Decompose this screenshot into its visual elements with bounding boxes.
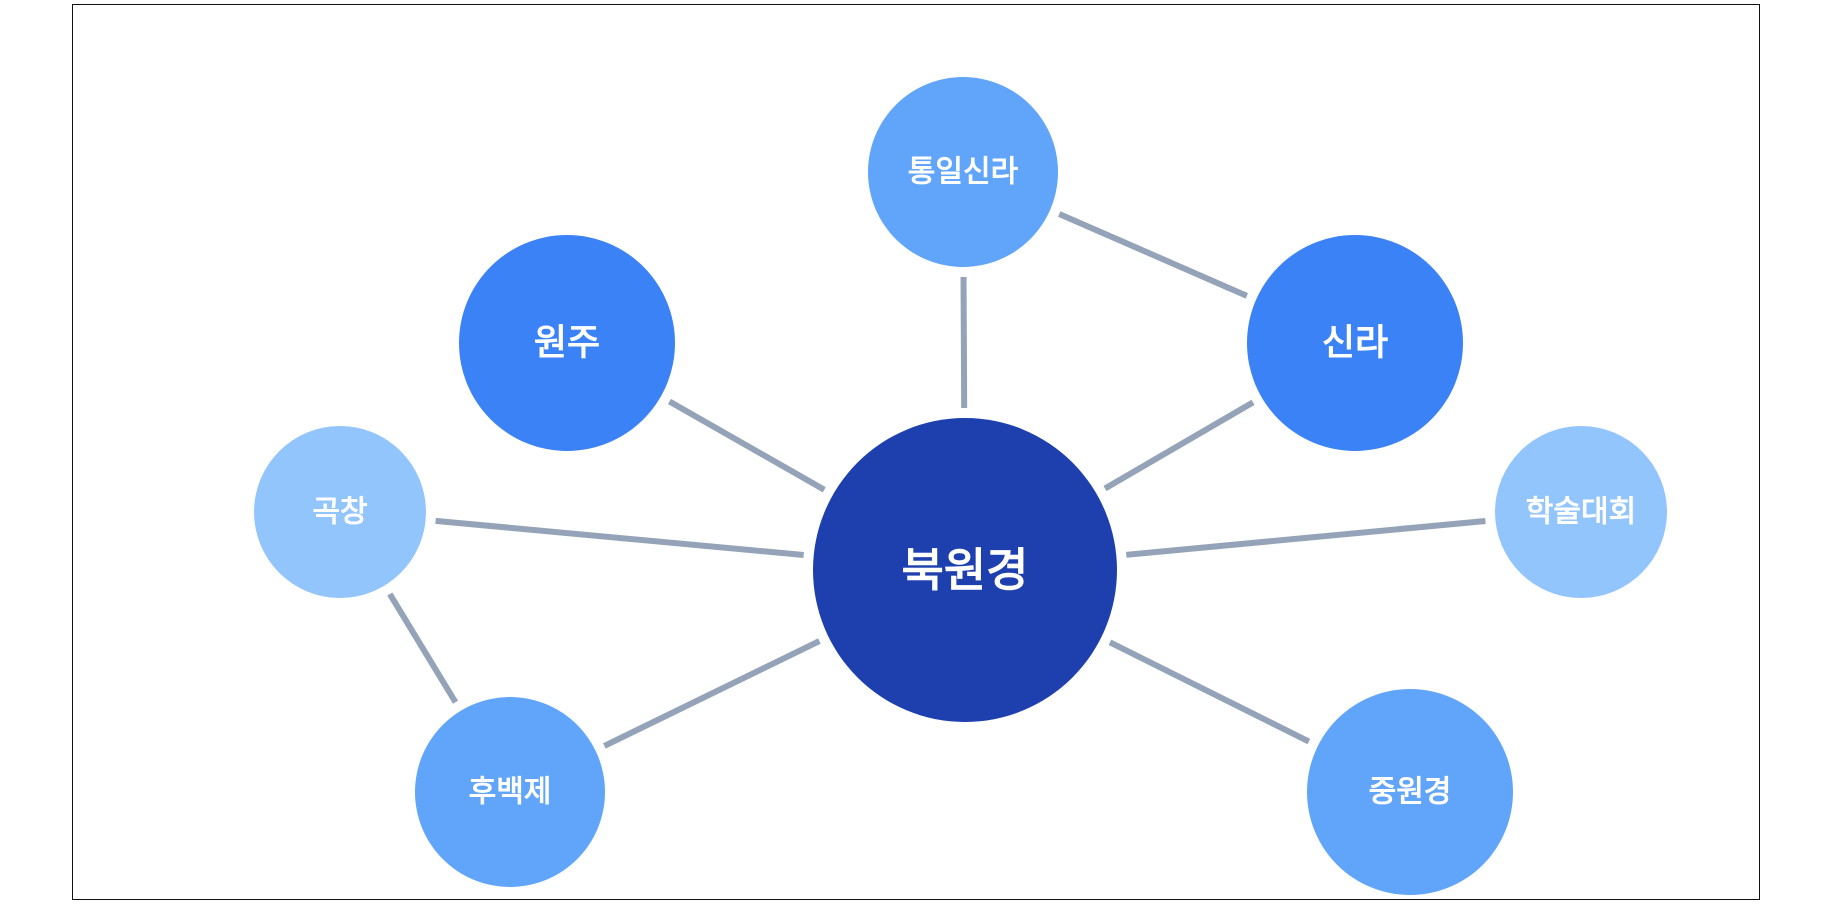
node-circle-tongil-silla[interactable]: [868, 77, 1058, 267]
edge-gokchang-hubaekje: [387, 592, 459, 704]
node-jungwongyeong[interactable]: 중원경: [1307, 689, 1513, 895]
node-circle-jungwongyeong[interactable]: [1307, 689, 1513, 895]
node-gokchang[interactable]: 곡창: [254, 426, 426, 598]
edge-bukwongyeong-wonju: [668, 398, 826, 493]
node-label-tongil-silla: 통일신라: [908, 155, 1019, 190]
edge-tongil-silla-silla: [1058, 211, 1249, 299]
node-label-jungwongyeong: 중원경: [1369, 775, 1452, 810]
node-wonju[interactable]: 원주: [459, 235, 675, 451]
edge-bukwongyeong-jungwongyeong: [1108, 639, 1311, 745]
node-circle-silla[interactable]: [1247, 235, 1463, 451]
edge-bukwongyeong-silla: [1103, 399, 1255, 492]
node-circle-gokchang[interactable]: [254, 426, 426, 598]
node-label-hubaekje: 후백제: [469, 775, 552, 810]
node-circle-haksul[interactable]: [1495, 426, 1667, 598]
node-label-wonju: 원주: [534, 323, 600, 364]
node-tongil-silla[interactable]: 통일신라: [868, 77, 1058, 267]
node-circle-bukwongyeong[interactable]: [813, 418, 1117, 722]
node-label-bukwongyeong: 북원경: [902, 543, 1029, 597]
edge-bukwongyeong-haksul: [1126, 518, 1486, 558]
node-hubaekje[interactable]: 후백제: [415, 697, 605, 887]
node-silla[interactable]: 신라: [1247, 235, 1463, 451]
node-haksul[interactable]: 학술대회: [1495, 426, 1667, 598]
node-circle-hubaekje[interactable]: [415, 697, 605, 887]
edge-bukwongyeong-tongil-silla: [960, 276, 968, 409]
edge-bukwongyeong-gokchang: [435, 517, 804, 559]
edges-layer: [387, 211, 1486, 749]
node-label-gokchang: 곡창: [312, 495, 368, 530]
node-circle-wonju[interactable]: [459, 235, 675, 451]
node-bukwongyeong[interactable]: 북원경: [813, 418, 1117, 722]
node-label-silla: 신라: [1322, 323, 1388, 364]
node-label-haksul: 학술대회: [1526, 495, 1636, 530]
edge-bukwongyeong-hubaekje: [603, 638, 821, 749]
